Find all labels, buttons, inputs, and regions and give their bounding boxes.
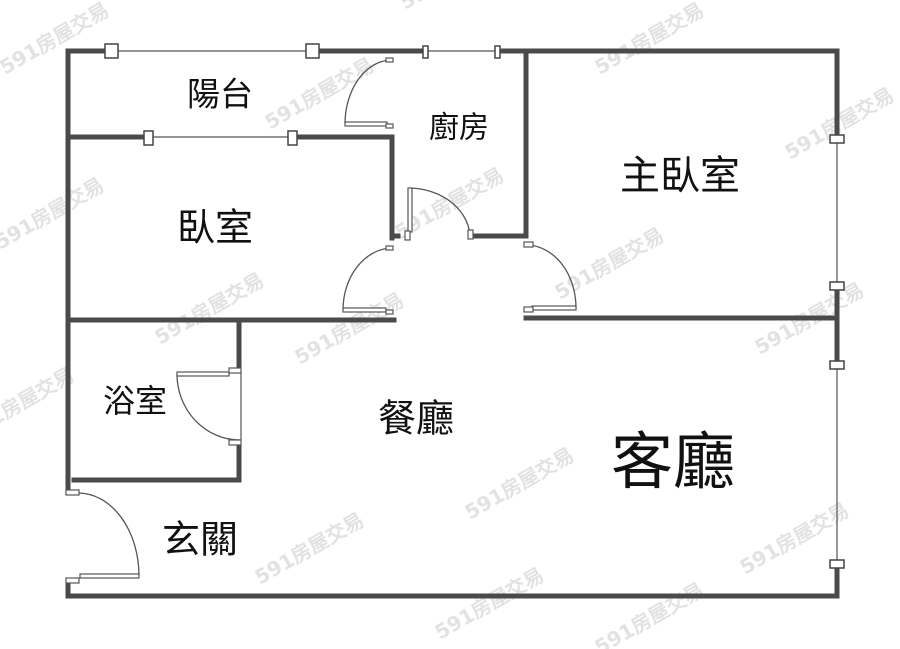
- watermark: 591房屋交易: [291, 288, 408, 370]
- windows: [104, 43, 845, 569]
- room-label-living: 客廳: [611, 425, 735, 498]
- watermark: 591房屋交易: [431, 563, 548, 645]
- bathroom-door: [176, 367, 242, 446]
- master-bedroom-door: [523, 241, 577, 313]
- watermark: 591房屋交易: [151, 268, 268, 350]
- room-label-entrance: 玄關: [162, 518, 238, 562]
- room-labels: 陽台 廚房 主臥室 臥室 浴室 餐廳 客廳 玄關: [103, 75, 740, 562]
- watermark: 591房屋交易: [591, 0, 708, 79]
- room-label-bedroom: 臥室: [177, 206, 253, 250]
- watermark: 591房屋交易: [461, 443, 578, 525]
- room-label-master-bedroom: 主臥室: [620, 153, 740, 199]
- bedroom-door: [342, 245, 394, 315]
- room-label-bathroom: 浴室: [103, 382, 167, 420]
- kitchen-door: [404, 187, 474, 241]
- watermark: 591房屋交易: [591, 578, 708, 649]
- balcony-door: [344, 57, 394, 129]
- watermark: 591房屋交易: [396, 0, 513, 14]
- watermark: 591房屋交易: [0, 0, 113, 79]
- watermark: 591房屋交易: [0, 173, 108, 255]
- doors: [65, 57, 577, 584]
- room-label-kitchen: 廚房: [429, 111, 489, 146]
- room-label-balcony: 陽台: [187, 75, 253, 114]
- walls: [65, 48, 840, 599]
- watermark: 591房屋交易: [251, 508, 368, 590]
- room-label-dining: 餐廳: [378, 397, 454, 441]
- watermark: 591房屋交易: [551, 223, 668, 305]
- entrance-door: [65, 489, 140, 584]
